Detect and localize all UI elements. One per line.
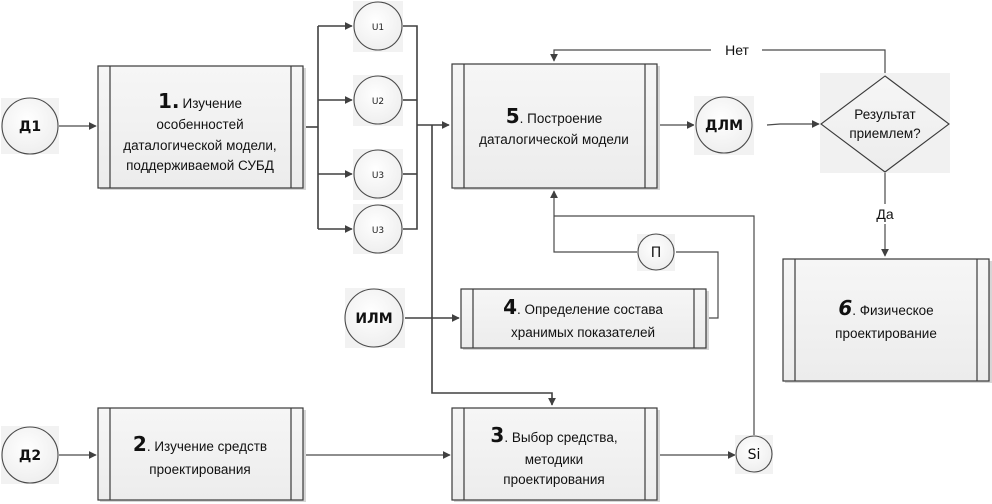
- decision-line: приемлем?: [849, 126, 920, 141]
- process-5-title: 5. Построение: [506, 104, 603, 128]
- process-4[interactable]: 4. Определение состава хранимых показате…: [460, 288, 709, 350]
- data-node-label: U3: [372, 226, 384, 236]
- data-node-label: U3: [372, 171, 384, 181]
- connectors: [59, 22, 889, 459]
- data-node-dlm[interactable]: ДЛМ: [694, 96, 754, 155]
- edge-no-right: [762, 49, 886, 76]
- process-1-title: 1.Изучение: [158, 89, 242, 113]
- process-5[interactable]: 5. Построение даталогической модели: [451, 63, 660, 190]
- process-4-line: хранимых показателей: [511, 325, 655, 340]
- edge-label-no: Нет: [725, 42, 749, 58]
- decision-line: Результат: [854, 107, 915, 122]
- edge-p4-p: [676, 251, 719, 319]
- data-node-label: Д2: [19, 448, 41, 464]
- data-node-label: П: [651, 245, 662, 261]
- process-3-title: 3. Выбор средства,: [490, 423, 617, 447]
- process-1[interactable]: 1.Изучение особенностей даталогической м…: [97, 65, 306, 190]
- process-1-line: даталогической модели,: [123, 138, 276, 153]
- data-node-d1[interactable]: Д1: [1, 97, 59, 155]
- data-node-u2[interactable]: U2: [353, 75, 403, 126]
- edge-no-left: [550, 49, 711, 62]
- data-node-d2[interactable]: Д2: [1, 426, 59, 484]
- process-1-line: особенностей: [156, 117, 243, 132]
- decision-node[interactable]: Результат приемлем?: [820, 73, 950, 173]
- data-node-si[interactable]: Si: [735, 435, 773, 474]
- process-6[interactable]: 6. Физическое проектирование: [782, 258, 992, 383]
- edge-p-p5: [550, 190, 639, 253]
- data-node-label: ИЛМ: [355, 311, 392, 327]
- process-5-line: даталогической модели: [479, 132, 629, 147]
- data-node-label: Д1: [19, 119, 41, 135]
- process-3-line: методики: [525, 452, 583, 467]
- edge-dlm-decision: [766, 120, 820, 128]
- data-node-label: U2: [372, 97, 384, 107]
- process-4-title: 4. Определение состава: [503, 295, 663, 319]
- data-node-u3b[interactable]: U3: [353, 204, 403, 254]
- data-node-label: ДЛМ: [705, 118, 743, 134]
- data-node-u1[interactable]: U1: [353, 1, 403, 52]
- process-6-title: 6. Физическое: [838, 296, 933, 320]
- process-2[interactable]: 2. Изучение средств проектирования: [97, 407, 306, 502]
- edge-si-p5: [554, 215, 755, 435]
- data-node-ilm[interactable]: ИЛМ: [344, 288, 405, 348]
- data-node-label: Si: [748, 447, 761, 463]
- process-2-title: 2. Изучение средств: [133, 432, 267, 456]
- process-2-line: проектирования: [149, 462, 250, 477]
- process-6-line: проектирование: [835, 326, 937, 341]
- fanin-bus: [403, 25, 418, 230]
- process-3[interactable]: 3. Выбор средства, методики проектирован…: [451, 407, 660, 502]
- edge-bus-p3: [431, 125, 556, 406]
- process-1-line: поддерживаемой СУБД: [126, 158, 274, 173]
- edge-label-yes: Да: [876, 206, 893, 222]
- process-3-line: проектирования: [503, 472, 604, 487]
- data-node-u3a[interactable]: U3: [353, 149, 403, 200]
- data-node-p[interactable]: П: [637, 233, 675, 271]
- data-node-label: U1: [372, 23, 384, 33]
